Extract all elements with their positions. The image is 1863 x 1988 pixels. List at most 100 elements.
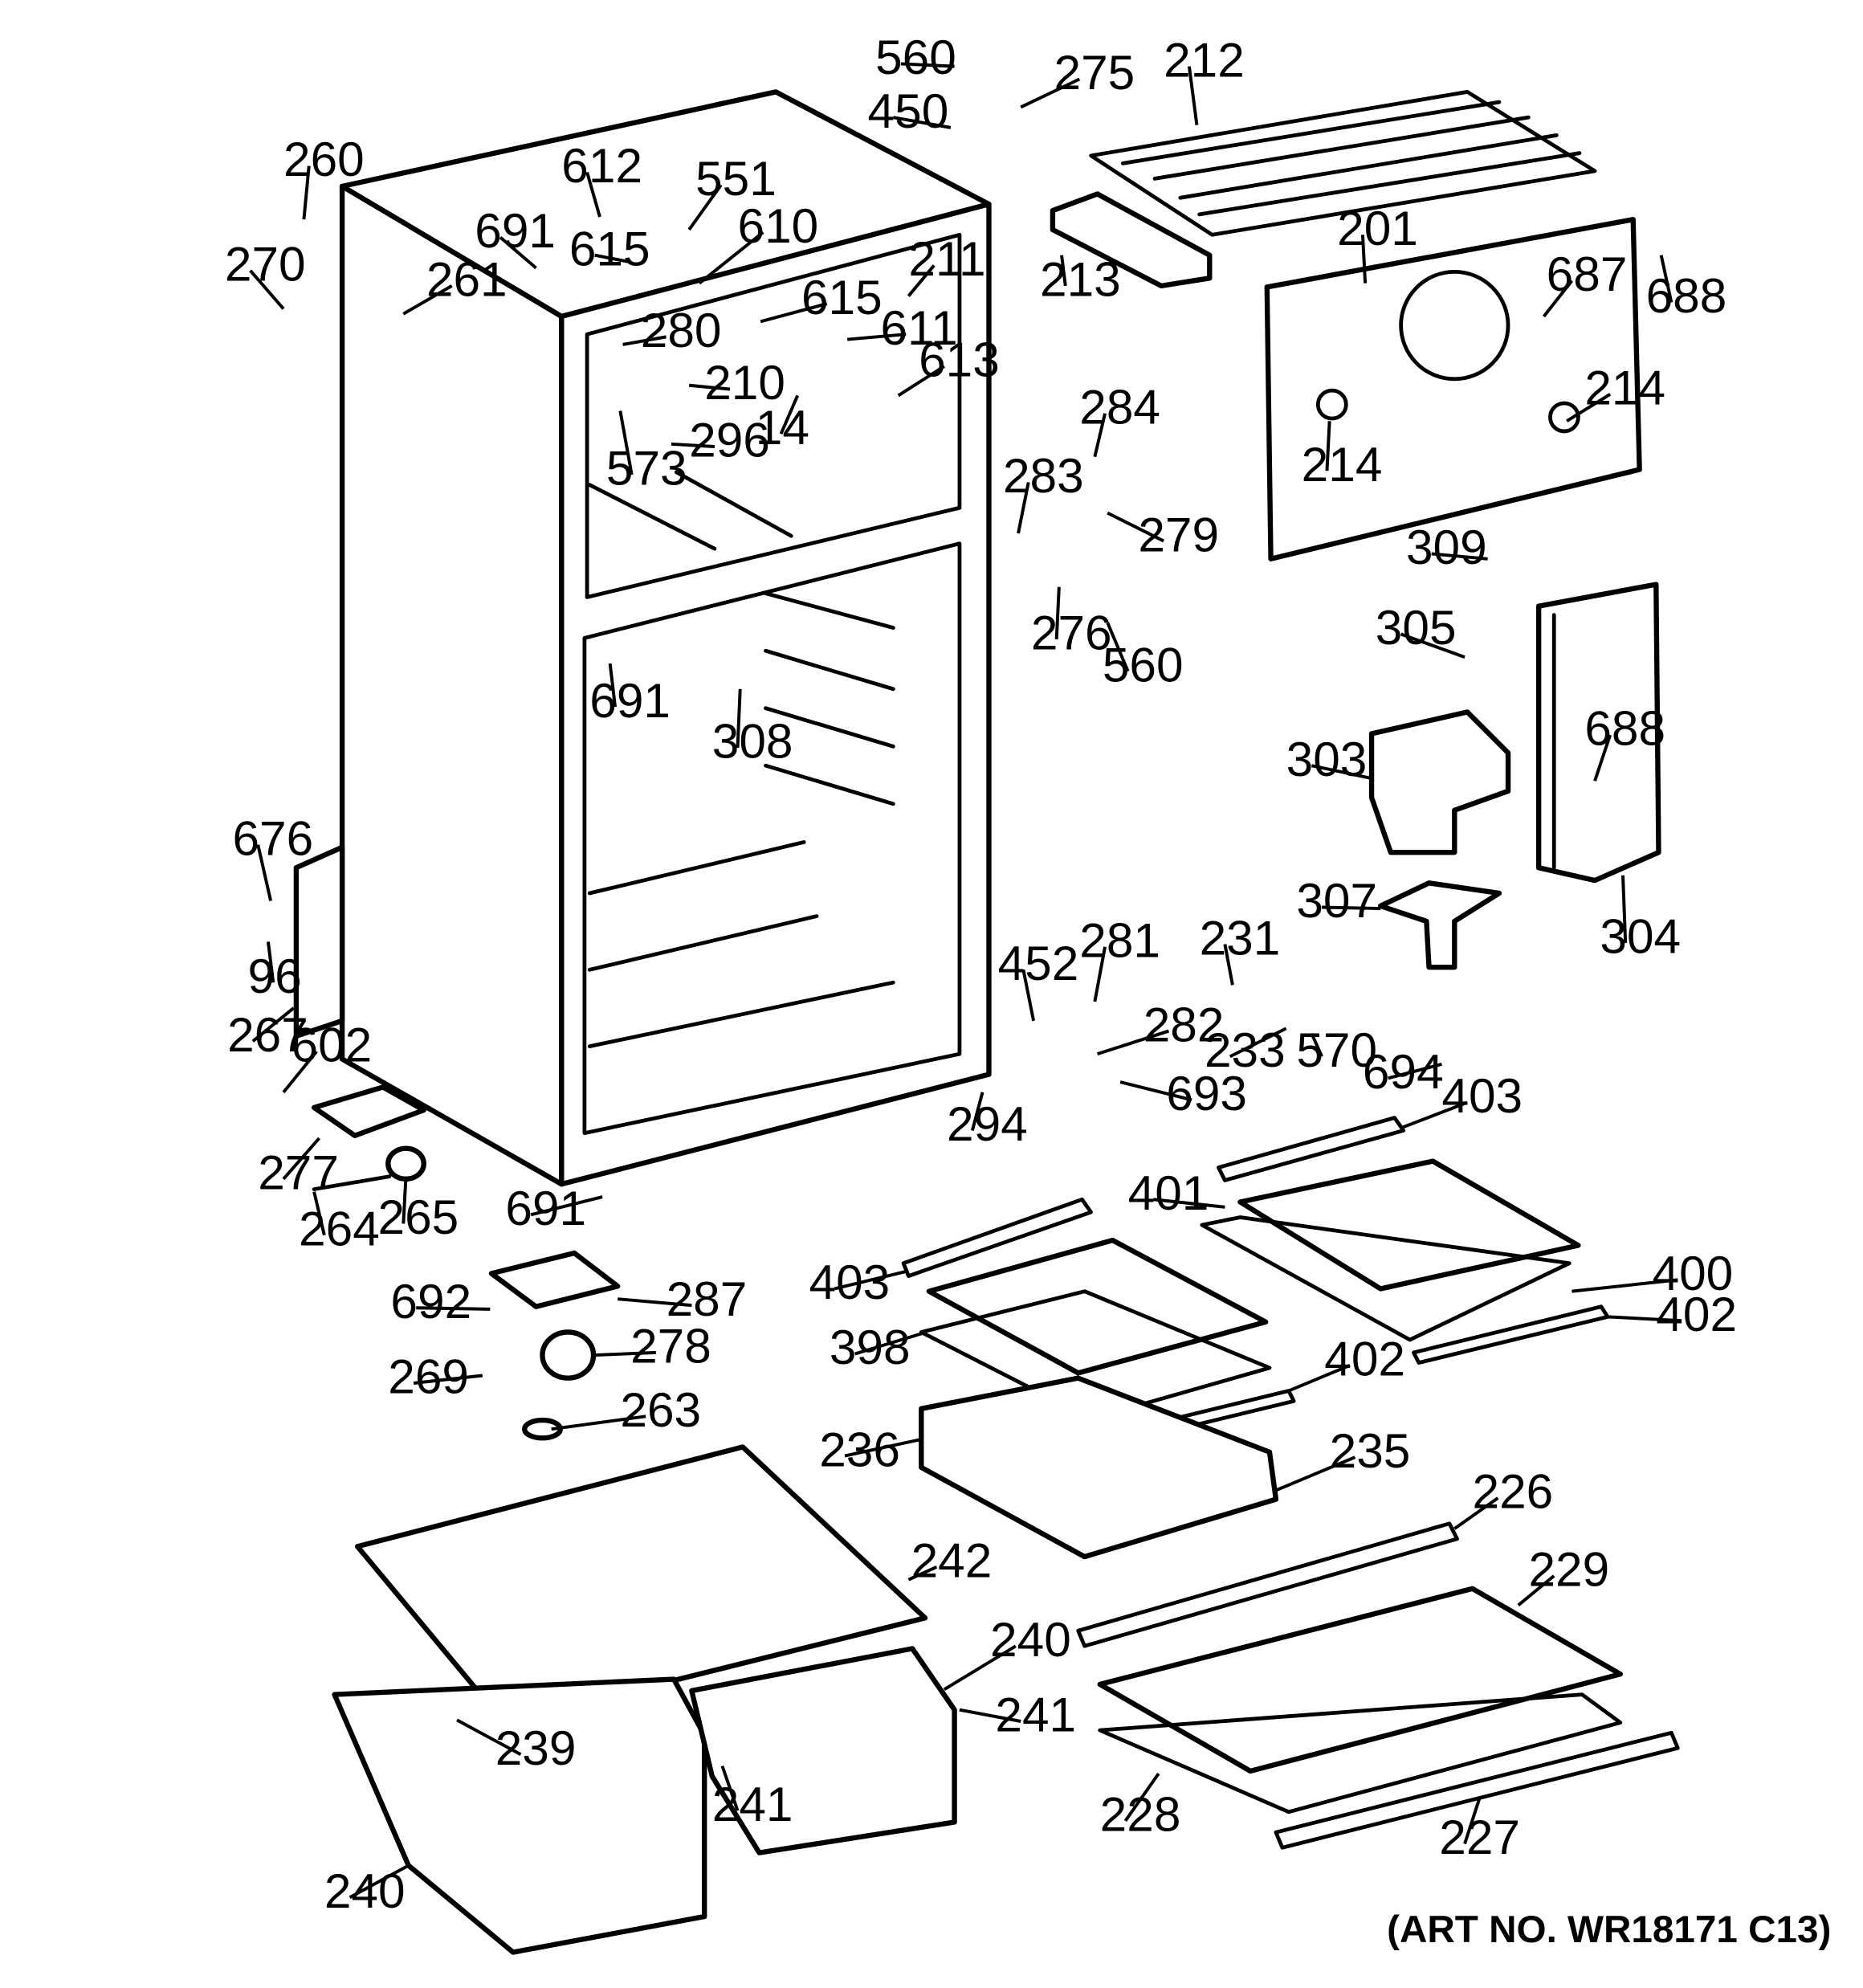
callout-leader-line: [959, 1708, 1021, 1723]
callout-label: 242: [911, 1533, 993, 1587]
callout-leader-line: [618, 410, 634, 476]
callout-leader-line: [1400, 632, 1466, 659]
callout-leader-line: [1106, 622, 1130, 672]
callout-label: 307: [1296, 873, 1377, 928]
shelf-glass-229: [1097, 1586, 1624, 1774]
callout-leader-line: [1093, 946, 1107, 1002]
callout-leader-line: [499, 235, 537, 270]
callout-label: 281: [1079, 912, 1160, 967]
pan-cover-242: [354, 1444, 928, 1725]
callout-leader-line: [1311, 764, 1372, 780]
base-bracket: [311, 1084, 426, 1139]
freezer-shelf-glass: [1200, 1158, 1581, 1342]
callout-leader-line: [1322, 905, 1381, 911]
callout-label: 211: [908, 231, 985, 286]
callout-label: 240: [990, 1612, 1071, 1667]
callout-leader-line: [846, 333, 907, 341]
callout-leader-line: [970, 1092, 984, 1131]
callout-label: 688: [1646, 268, 1727, 323]
callout-leader-line: [943, 1644, 1017, 1691]
callout-leader-line: [1107, 511, 1165, 543]
callout-label: 283: [1003, 448, 1084, 503]
callout-leader-line: [302, 165, 311, 220]
callout-leader-line: [1288, 1363, 1351, 1393]
callout-label: 303: [1286, 732, 1368, 786]
callout-label: 261: [426, 252, 508, 307]
callout-label: 265: [378, 1190, 459, 1244]
shelf-frame-228: [1098, 1692, 1623, 1815]
roller: [385, 1145, 426, 1182]
callout-label: 305: [1376, 600, 1457, 655]
callout-leader-line: [585, 171, 601, 218]
callout-label: 287: [667, 1272, 748, 1326]
damper-housing: [1368, 709, 1511, 855]
callout-leader-line: [1360, 235, 1368, 284]
callout-label: 613: [919, 333, 1000, 387]
callout-leader-line: [698, 231, 764, 285]
callout-label: 602: [291, 1018, 373, 1072]
callout-label: 304: [1600, 909, 1681, 964]
callout-leader-line: [1093, 413, 1107, 458]
callout-leader-line: [282, 1050, 318, 1094]
callout-leader-line: [687, 184, 723, 231]
callout-label: 402: [1656, 1287, 1737, 1341]
callout-leader-line: [1400, 1100, 1468, 1130]
callout-label: 275: [1054, 45, 1135, 100]
callout-label: 264: [299, 1201, 380, 1255]
callout-leader-line: [413, 1374, 483, 1385]
callout-leader-line: [1325, 421, 1331, 471]
callout-leader-line: [900, 62, 955, 68]
callout-label: 240: [324, 1863, 406, 1918]
callout-label: 676: [232, 810, 313, 865]
callout-label: 227: [1439, 1810, 1520, 1864]
callout-leader-line: [892, 116, 952, 129]
callout-label: 229: [1528, 1542, 1609, 1597]
callout-leader-line: [1060, 255, 1067, 287]
callout-leader-line: [1593, 734, 1612, 782]
callout-label: 280: [641, 303, 722, 357]
callout-leader-line: [416, 1306, 491, 1311]
callout-label: 231: [1200, 910, 1281, 965]
callout-leader-line: [834, 1269, 909, 1291]
ice-tray: [1050, 191, 1213, 289]
callout-label: 693: [1166, 1066, 1247, 1121]
callout-label: 210: [704, 355, 785, 410]
crisper-drawer-236: [919, 1375, 1279, 1560]
callout-leader-line: [1229, 1027, 1287, 1059]
callout-leader-line: [282, 1137, 320, 1181]
callout-label: 691: [475, 203, 556, 258]
callout-label: 279: [1138, 507, 1219, 561]
callout-leader-line: [622, 335, 667, 346]
callout-leader-line: [1463, 1796, 1482, 1845]
wheel: [540, 1329, 597, 1381]
callout-label: 214: [1584, 361, 1665, 415]
damper-control: [1378, 880, 1502, 970]
callout-label: 687: [1547, 247, 1628, 301]
callout-leader-line: [688, 383, 731, 391]
callout-leader-line: [897, 365, 945, 398]
callout-label: 270: [225, 236, 306, 291]
callout-leader-line: [251, 1006, 295, 1043]
callout-label: 228: [1100, 1787, 1181, 1842]
callout-leader-line: [312, 1191, 326, 1236]
callout-leader-line: [671, 442, 715, 448]
callout-label: 278: [630, 1319, 711, 1374]
shelf-rail-402-right: [1412, 1304, 1610, 1365]
callout-leader-line: [1275, 1455, 1356, 1492]
callout-leader-line: [1621, 875, 1628, 944]
callout-label: 276: [1031, 606, 1112, 660]
callout-leader-line: [349, 1863, 410, 1899]
art-number: (ART NO. WR18171 C13): [1387, 1908, 1831, 1951]
callout-label: 236: [819, 1422, 900, 1476]
callout-leader-line: [1017, 482, 1030, 534]
roller-axle: [312, 1174, 392, 1191]
freezer-wire-shelf: [1089, 89, 1597, 237]
callout-leader-line: [1431, 552, 1488, 561]
callout-label: 260: [283, 132, 365, 186]
callout-label: 401: [1128, 1165, 1209, 1220]
callout-leader-line: [907, 264, 936, 297]
callout-leaders: [249, 62, 1682, 1899]
callout-leader-line: [402, 284, 453, 316]
